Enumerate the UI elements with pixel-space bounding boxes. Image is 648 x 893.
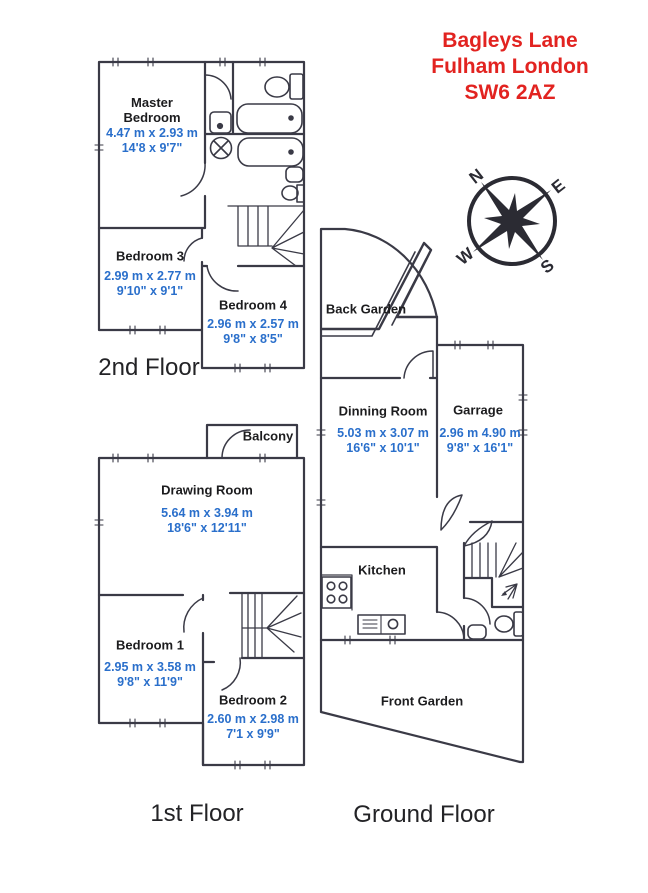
back-garden-label: Back Garden xyxy=(325,301,407,317)
staircase xyxy=(471,542,524,578)
toilet-icon xyxy=(264,73,304,100)
bedroom3-door-arc xyxy=(183,237,203,262)
bedroom3-label: Bedroom 3 xyxy=(116,248,184,264)
bedroom2-door-arc xyxy=(221,657,242,691)
compass-rose: N E S W xyxy=(453,165,568,277)
front-garden-label: Front Garden xyxy=(380,693,464,709)
window-marks xyxy=(94,57,271,373)
toilet-icon xyxy=(494,611,524,637)
master-bedroom-label: Master Bedroom xyxy=(123,95,181,125)
bedroom4-metric: 2.96 m x 2.57 m xyxy=(207,317,299,331)
bedroom1-label: Bedroom 1 xyxy=(116,637,184,653)
sink-icon xyxy=(209,111,232,134)
ground-floor-plan xyxy=(316,227,528,764)
bathtub-icon xyxy=(237,137,304,167)
address-line-1: Bagleys Lane xyxy=(442,29,578,52)
garrage-label: Garrage xyxy=(453,402,503,418)
bedroom3-imperial: 9'10" x 9'1" xyxy=(116,284,184,298)
kitchen-label: Kitchen xyxy=(358,562,406,578)
address-line-2: Fulham London xyxy=(431,55,589,79)
master-bedroom-metric: 4.47 m x 2.93 m xyxy=(106,126,198,140)
second-floor-title: 2nd Floor xyxy=(98,354,200,381)
address-line-3: SW6 2AZ xyxy=(464,81,556,105)
bedroom2-metric: 2.60 m x 2.98 m xyxy=(207,712,299,726)
bedroom3-metric: 2.99 m x 2.77 m xyxy=(104,269,196,283)
balcony-door-arc xyxy=(221,429,251,459)
dinning-room-imperial: 16'6" x 10'1" xyxy=(346,441,420,455)
master-bedroom-imperial: 14'8 x 9'7" xyxy=(121,141,183,155)
dinning-room-label: Dinning Room xyxy=(338,403,428,419)
basin-icon xyxy=(467,624,487,640)
compass-circle xyxy=(467,176,557,266)
garrage-imperial: 9'8" x 16'1" xyxy=(446,441,514,455)
bedroom4-label: Bedroom 4 xyxy=(219,297,287,313)
door-arcs xyxy=(403,350,493,641)
dinning-room-metric: 5.03 m x 3.07 m xyxy=(337,426,429,440)
staircase xyxy=(241,592,302,659)
double-door-leaf xyxy=(463,520,493,547)
compass-south-label: S xyxy=(537,255,558,277)
hob-icon xyxy=(320,574,353,611)
double-door-leaf xyxy=(440,494,463,531)
property-address: Bagleys Lane Fulham London SW6 2AZ xyxy=(410,28,610,106)
garrage-metric: 2.96 m 4.90 m xyxy=(439,426,521,440)
balcony-outline xyxy=(205,423,299,460)
second-floor-plan xyxy=(94,57,306,373)
first-floor-title: 1st Floor xyxy=(150,800,244,827)
sink-icon xyxy=(285,166,304,183)
bathtub-icon xyxy=(236,103,303,134)
drawing-room-imperial: 18'6" x 12'11" xyxy=(167,521,247,535)
garden-zigzag xyxy=(320,241,439,331)
shower-icon xyxy=(501,583,518,600)
bedroom1-imperial: 9'8" x 11'9" xyxy=(117,675,183,689)
sink-unit-icon xyxy=(357,614,406,635)
compass-west-label: W xyxy=(453,243,478,268)
door-arcs xyxy=(183,429,251,691)
window-marks xyxy=(316,340,528,645)
hall-door-arc xyxy=(204,74,232,100)
door-arcs xyxy=(180,74,239,292)
drawing-room-metric: 5.64 m x 3.94 m xyxy=(161,506,253,520)
kitchen-door-arc xyxy=(436,611,465,641)
first-floor-plan xyxy=(94,423,306,770)
second-floor-walls xyxy=(97,60,306,332)
second-floor-outline xyxy=(97,60,306,370)
bedroom4-imperial: 9'8" x 8'5" xyxy=(223,332,283,346)
bedroom2-imperial: 7'1 x 9'9" xyxy=(226,727,280,741)
window-marks xyxy=(94,453,271,770)
extractor-fan-icon xyxy=(209,136,233,160)
drawing-room-label: Drawing Room xyxy=(161,482,253,498)
ground-floor-outline xyxy=(319,227,525,764)
master-bedroom-door-arc xyxy=(180,162,206,197)
garden-door-arc xyxy=(403,350,434,379)
compass-star xyxy=(473,182,551,260)
bedroom1-door-arc xyxy=(183,597,204,633)
bedroom1-metric: 2.95 m x 3.58 m xyxy=(104,660,196,674)
compass-east-label: E xyxy=(548,175,569,197)
ground-floor-title: Ground Floor xyxy=(353,801,495,828)
bedroom2-label: Bedroom 2 xyxy=(219,692,287,708)
shower-room-door-arc xyxy=(463,597,491,625)
staircase xyxy=(227,205,305,267)
bedroom4-door-arc xyxy=(206,265,239,292)
garden-zigzag-inner xyxy=(321,251,427,337)
toilet-icon xyxy=(281,184,305,203)
compass-north-label: N xyxy=(466,165,487,188)
balcony-label: Balcony xyxy=(242,428,294,444)
